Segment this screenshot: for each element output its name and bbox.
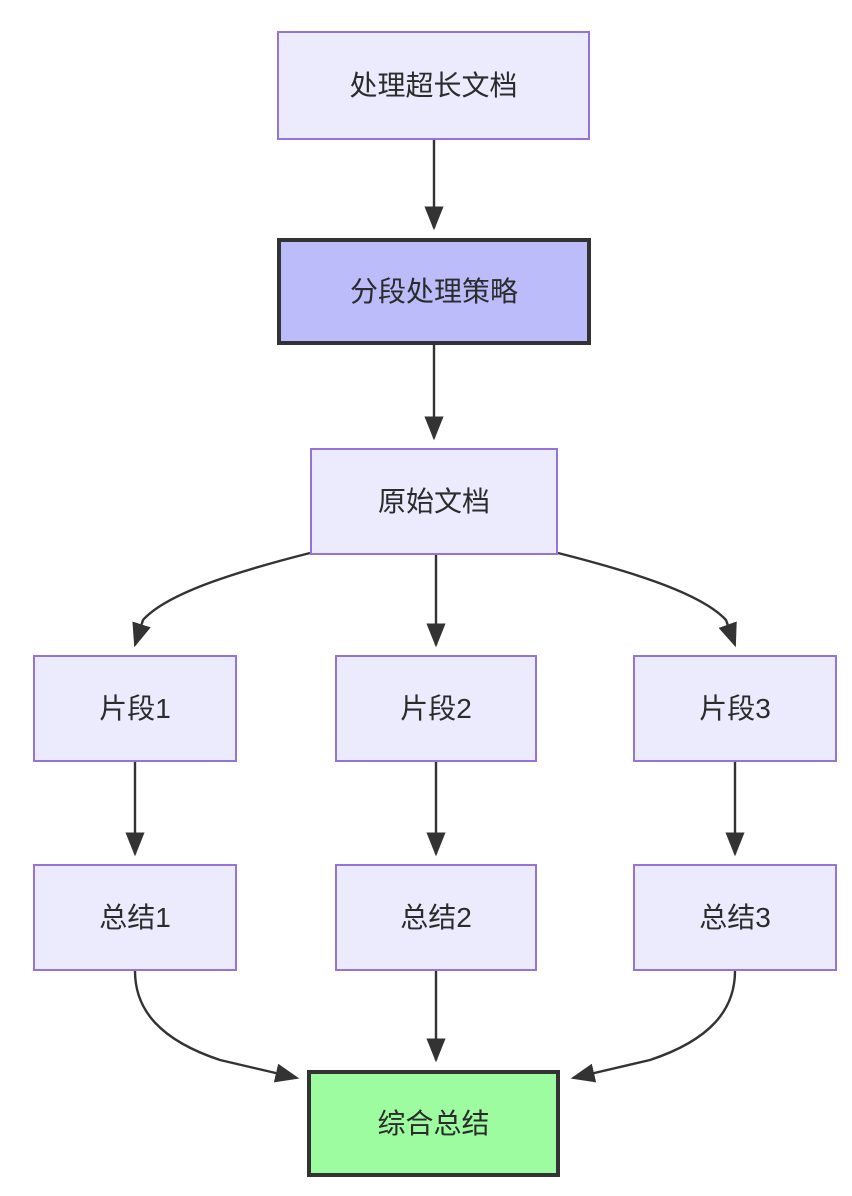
node-label: 处理超长文档 bbox=[349, 69, 518, 101]
node-label: 片段1 bbox=[99, 692, 171, 724]
edge-e3 bbox=[132, 551, 311, 648]
node-label: 原始文档 bbox=[377, 485, 490, 517]
edge-e11 bbox=[570, 970, 737, 1083]
node-label: 总结1 bbox=[99, 901, 171, 933]
node-label: 总结3 bbox=[699, 901, 771, 933]
edge-e9 bbox=[133, 970, 300, 1083]
node-label: 片段3 bbox=[699, 692, 771, 724]
node-n10[interactable]: 综合总结 bbox=[307, 1070, 560, 1177]
node-n9[interactable]: 总结3 bbox=[633, 864, 837, 971]
edge-e5 bbox=[557, 551, 737, 648]
node-n4[interactable]: 片段1 bbox=[33, 655, 237, 762]
node-n3[interactable]: 原始文档 bbox=[310, 448, 558, 555]
node-label: 分段处理策略 bbox=[349, 275, 518, 307]
node-n7[interactable]: 总结1 bbox=[33, 864, 237, 971]
node-label: 综合总结 bbox=[377, 1107, 490, 1139]
node-label: 片段2 bbox=[400, 692, 472, 724]
node-n5[interactable]: 片段2 bbox=[335, 655, 537, 762]
node-n8[interactable]: 总结2 bbox=[335, 864, 537, 971]
node-n6[interactable]: 片段3 bbox=[633, 655, 837, 762]
node-n2[interactable]: 分段处理策略 bbox=[277, 238, 591, 345]
node-label: 总结2 bbox=[400, 901, 472, 933]
node-n1[interactable]: 处理超长文档 bbox=[277, 31, 590, 140]
